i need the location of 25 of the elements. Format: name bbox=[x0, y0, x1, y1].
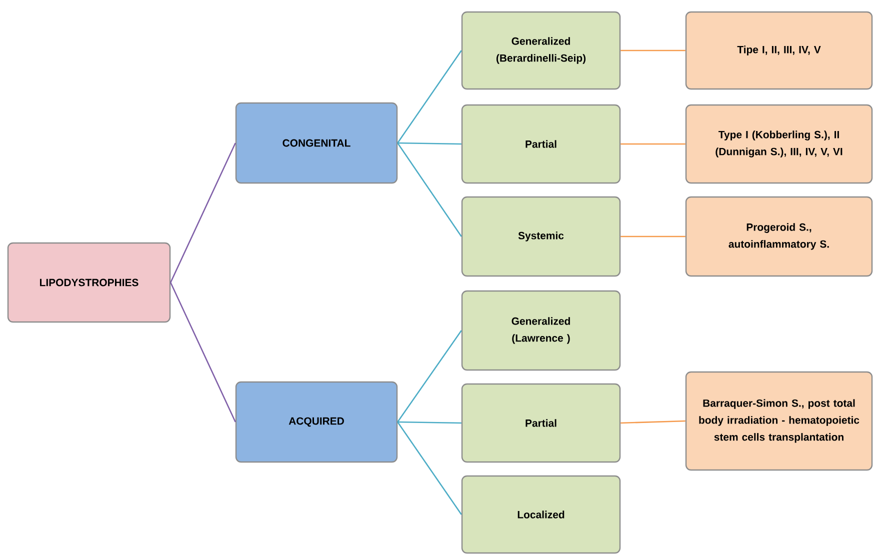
connector-line bbox=[398, 421, 462, 424]
category-box: Generalized (Lawrence ) bbox=[461, 290, 621, 371]
category-box: Tipe I, II, III, IV, V bbox=[685, 11, 873, 90]
connector-line bbox=[620, 236, 686, 238]
connector-line bbox=[620, 50, 686, 52]
category-box: Localized bbox=[461, 475, 621, 554]
category-box: Progeroid S., autoinflammatory S. bbox=[685, 196, 873, 277]
connector-line bbox=[170, 282, 236, 422]
category-box: Barraquer-Simon S., post total body irradiation - hematopoietic stem cells transplantation bbox=[685, 371, 873, 471]
category-box: Generalized (Berardinelli-Seip) bbox=[461, 11, 621, 90]
category-box: Systemic bbox=[461, 196, 621, 277]
connector-line bbox=[397, 142, 462, 237]
connector-line bbox=[398, 142, 462, 145]
category-box: Partial bbox=[461, 104, 621, 184]
category-box: LIPODYSTROPHIES bbox=[7, 242, 171, 323]
connector-line bbox=[397, 330, 462, 422]
category-box: Partial bbox=[461, 383, 621, 463]
connector-line bbox=[620, 420, 686, 424]
connector-line bbox=[397, 50, 462, 144]
connector-line bbox=[620, 143, 686, 145]
category-box: CONGENITAL bbox=[235, 102, 398, 184]
connector-line bbox=[397, 422, 462, 515]
category-box: ACQUIRED bbox=[235, 381, 398, 463]
category-box: Type I (Kobberling S.), II (Dunnigan S.), III, IV, V, VI bbox=[685, 104, 873, 184]
connector-line bbox=[170, 142, 236, 283]
